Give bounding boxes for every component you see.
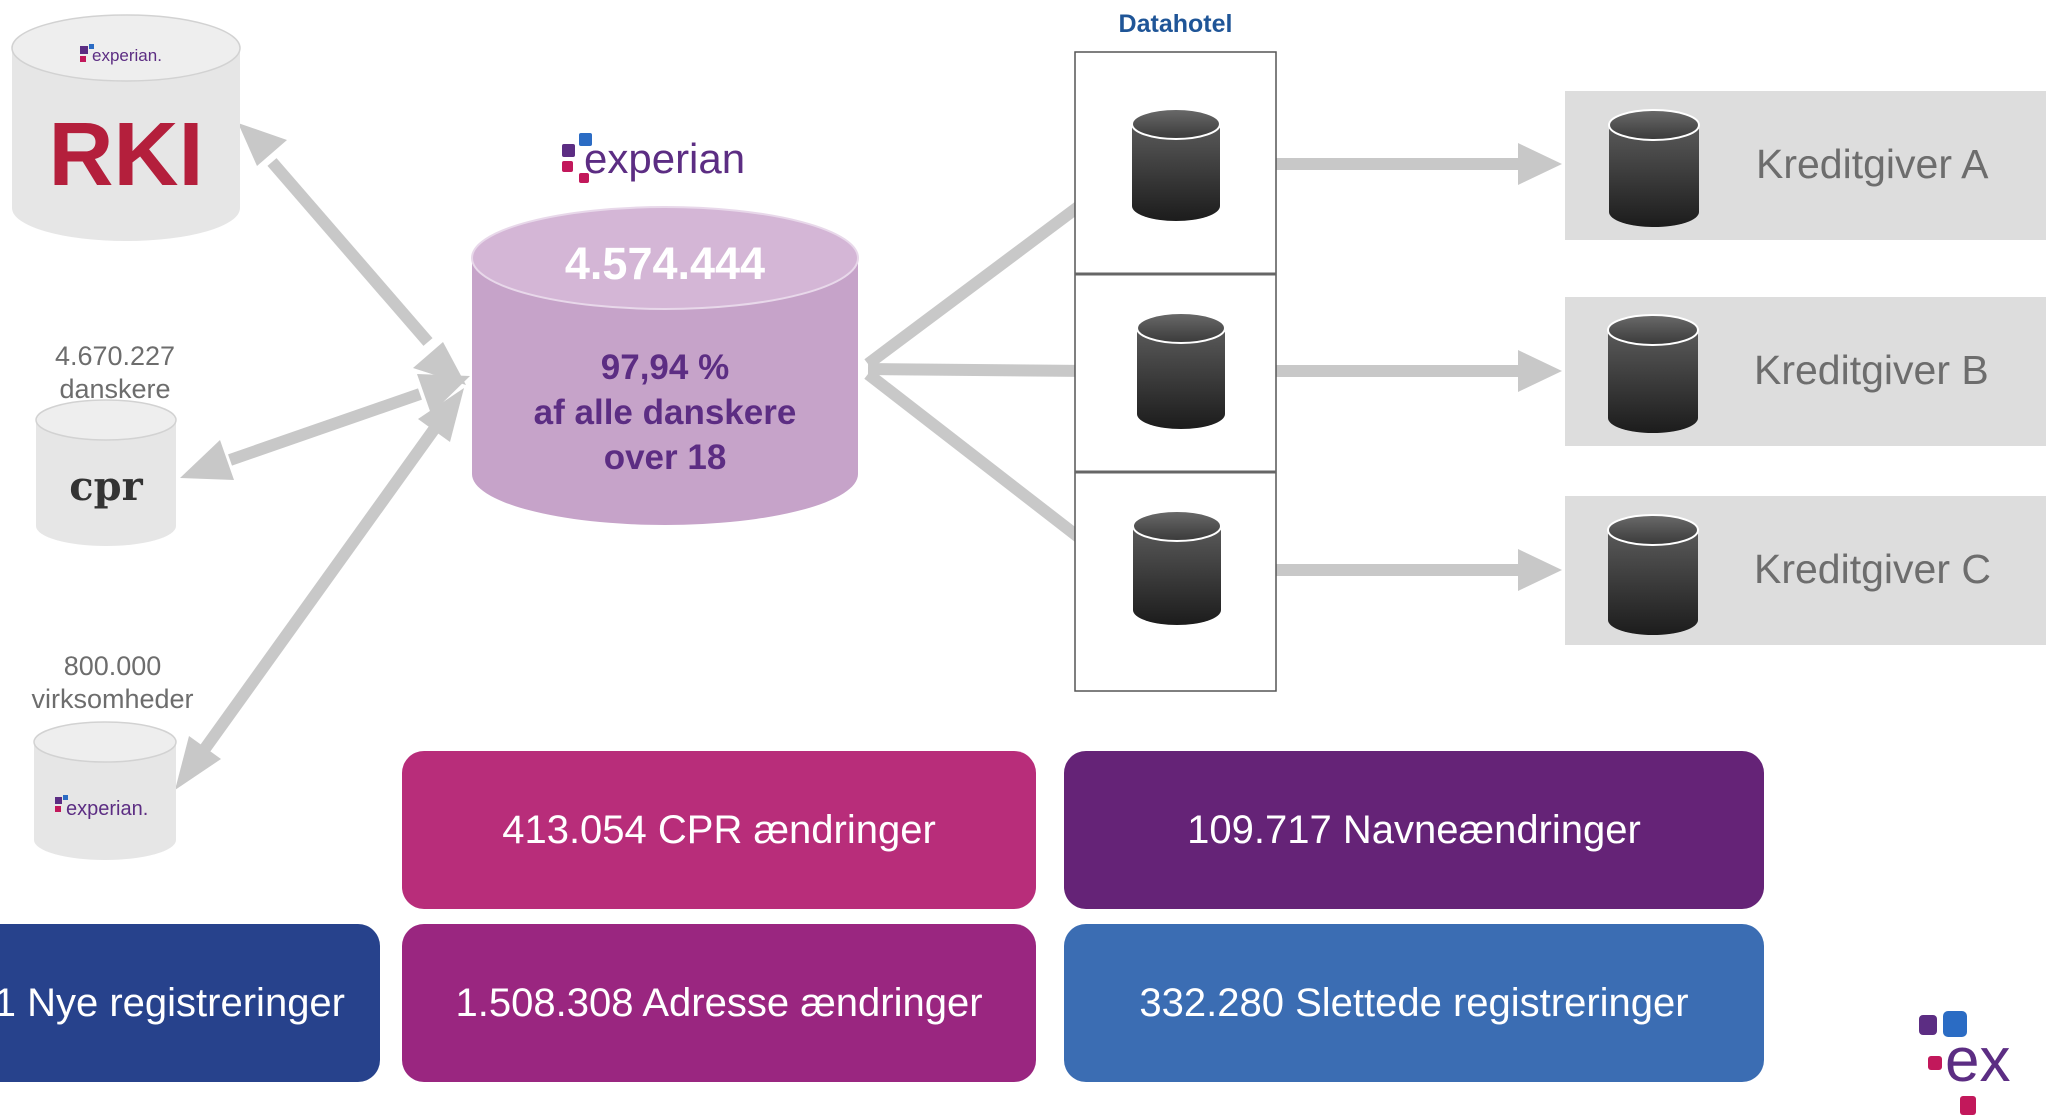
experian-dot-icon bbox=[55, 806, 61, 812]
datahotel-title: Datahotel bbox=[1118, 10, 1233, 38]
creditor-c-label: Kreditgiver C bbox=[1754, 546, 1991, 592]
company-count: 800.000 bbox=[63, 651, 162, 681]
rki-database: experian. RKI bbox=[11, 14, 241, 241]
center-percent-caption-2: over 18 bbox=[603, 438, 727, 477]
creditor-c-db-icon bbox=[1607, 514, 1699, 635]
center-experian-brand: experian bbox=[584, 135, 746, 182]
center-percent-value: 97,94 % bbox=[600, 348, 730, 387]
stat-new-registrations: 1 Nye registreringer bbox=[0, 924, 380, 1082]
datahotel-db-a-icon bbox=[1131, 108, 1221, 221]
arrows bbox=[175, 123, 1562, 790]
arrow-rki-center bbox=[238, 123, 466, 385]
stat-cpr-changes: 413.054 CPR ændringer bbox=[402, 751, 1036, 909]
experian-company-database: experian. bbox=[33, 721, 177, 860]
experian-dot-icon bbox=[55, 797, 62, 804]
datahotel bbox=[1074, 51, 1277, 692]
arrow-cpr-center bbox=[180, 374, 470, 480]
stat-name-changes: 109.717 Navneændringer bbox=[1064, 751, 1764, 909]
cpr-count: 4.670.227 bbox=[54, 341, 176, 371]
creditor-a-label: Kreditgiver A bbox=[1756, 141, 1989, 187]
experian-dot-icon bbox=[562, 161, 573, 172]
cpr-count-caption: 4.670.227 danskere bbox=[20, 340, 210, 406]
datahotel-db-b-icon bbox=[1136, 312, 1226, 429]
rki-logo: RKI bbox=[49, 105, 204, 205]
arrow-experiandb-center bbox=[175, 388, 464, 790]
corner-logo-text: ex bbox=[1945, 1026, 2011, 1095]
center-percent: 97,94 % af alle danskere over 18 bbox=[472, 345, 858, 480]
stat-address-changes: 1.508.308 Adresse ændringer bbox=[402, 924, 1036, 1082]
stat-deleted-registrations: 332.280 Slettede registreringer bbox=[1064, 924, 1764, 1082]
center-total: 4.574.444 bbox=[564, 238, 766, 289]
arrow-slot-b-creditor-b bbox=[1228, 350, 1562, 392]
experian-dot-icon bbox=[562, 144, 575, 157]
experian-dot-icon bbox=[80, 56, 86, 62]
datahotel-db-c-icon bbox=[1132, 510, 1222, 625]
cpr-database: cpr bbox=[35, 399, 177, 546]
creditor-b bbox=[1565, 297, 2046, 446]
center-experian-logo: experian bbox=[560, 130, 800, 190]
creditor-b-db-icon bbox=[1607, 314, 1699, 433]
experian-dot-icon bbox=[80, 46, 88, 54]
cpr-caption: danskere bbox=[59, 374, 171, 404]
creditor-a bbox=[1565, 91, 2046, 240]
cpr-logo: cpr bbox=[69, 463, 143, 510]
experian-dot-icon bbox=[63, 795, 68, 800]
experian-db-brand: experian. bbox=[66, 798, 148, 820]
creditor-b-label: Kreditgiver B bbox=[1754, 347, 1989, 393]
experian-dot-icon bbox=[89, 44, 94, 49]
experian-dot-icon bbox=[579, 173, 589, 183]
creditor-c bbox=[1565, 496, 2046, 645]
rki-experian-brand: experian. bbox=[92, 46, 162, 65]
center-percent-caption: af alle danskere bbox=[533, 393, 797, 432]
center-experian-database bbox=[471, 206, 859, 525]
corner-experian-logo-icon bbox=[1919, 1011, 1976, 1115]
company-caption: virksomheder bbox=[31, 684, 194, 714]
creditor-a-db-icon bbox=[1608, 109, 1700, 227]
company-count-caption: 800.000 virksomheder bbox=[10, 650, 215, 716]
experian-dot-icon bbox=[579, 133, 592, 146]
